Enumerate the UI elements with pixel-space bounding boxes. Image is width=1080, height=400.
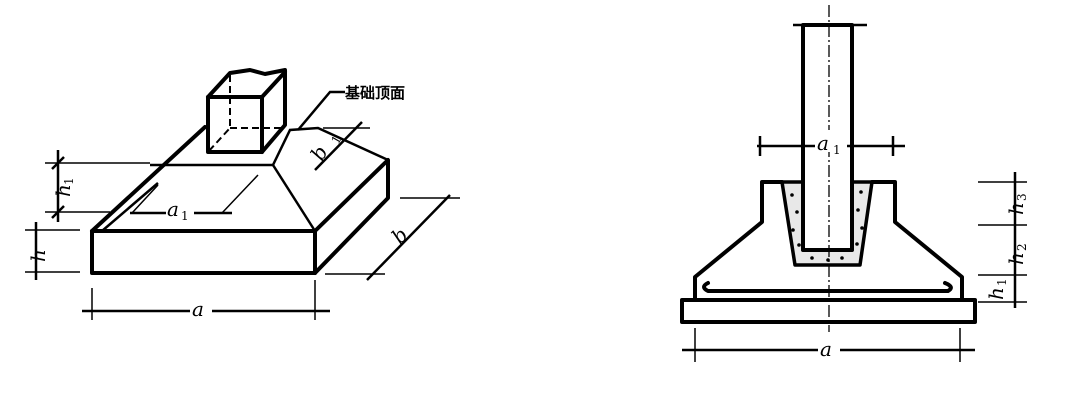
svg-text:a: a bbox=[192, 297, 204, 321]
column-edge bbox=[260, 70, 287, 99]
svg-text:1: 1 bbox=[328, 133, 344, 147]
svg-text:h: h bbox=[1004, 202, 1028, 215]
svg-text:1: 1 bbox=[833, 143, 841, 157]
dim-h1: h 1 bbox=[45, 150, 150, 222]
svg-text:1: 1 bbox=[62, 177, 76, 185]
svg-text:1: 1 bbox=[995, 278, 1009, 286]
column-front-face bbox=[206, 95, 264, 154]
isometric-footing: 基础顶面 h 1 h a bbox=[25, 68, 460, 321]
svg-text:h: h bbox=[984, 287, 1008, 300]
grout-dots bbox=[790, 190, 864, 262]
svg-text:h: h bbox=[26, 249, 50, 262]
rebar bbox=[702, 281, 953, 293]
svg-text:3: 3 bbox=[1015, 193, 1029, 201]
pyramid-left-edge-inner bbox=[101, 182, 159, 232]
svg-text:h: h bbox=[1004, 252, 1028, 265]
svg-text:h: h bbox=[51, 184, 75, 197]
svg-text:b: b bbox=[306, 141, 333, 164]
callout-label: 基础顶面 bbox=[344, 84, 405, 102]
slab-front-face bbox=[90, 229, 317, 275]
dim-a: a bbox=[682, 328, 975, 362]
svg-text:1: 1 bbox=[181, 209, 189, 223]
svg-text:a: a bbox=[167, 197, 179, 221]
column-top-and-side bbox=[206, 68, 287, 154]
footing-right-outline bbox=[870, 180, 964, 302]
pyramid-left-edge bbox=[90, 125, 207, 233]
dim-a1: a 1 bbox=[130, 174, 259, 223]
dim-h: h bbox=[25, 222, 80, 280]
column-hidden-edge bbox=[207, 75, 231, 153]
dim-b: b bbox=[325, 194, 460, 281]
svg-text:2: 2 bbox=[1015, 243, 1029, 251]
callout-leader bbox=[297, 90, 345, 131]
cup-footing-section: a 1 a h 3 h 2 h 1 bbox=[680, 5, 1029, 362]
dim-h-stack: h 3 h 2 h 1 bbox=[978, 172, 1029, 308]
footing-left-outline bbox=[693, 180, 784, 302]
slab-side-face bbox=[313, 158, 390, 275]
grout-fill bbox=[780, 180, 874, 267]
pyramid-right-edge bbox=[271, 164, 317, 232]
dim-a: a bbox=[82, 280, 330, 321]
svg-text:a: a bbox=[820, 337, 832, 361]
pyramid-top-back-edge bbox=[271, 126, 389, 166]
svg-text:a: a bbox=[817, 131, 829, 155]
dim-a1: a 1 bbox=[757, 130, 905, 157]
